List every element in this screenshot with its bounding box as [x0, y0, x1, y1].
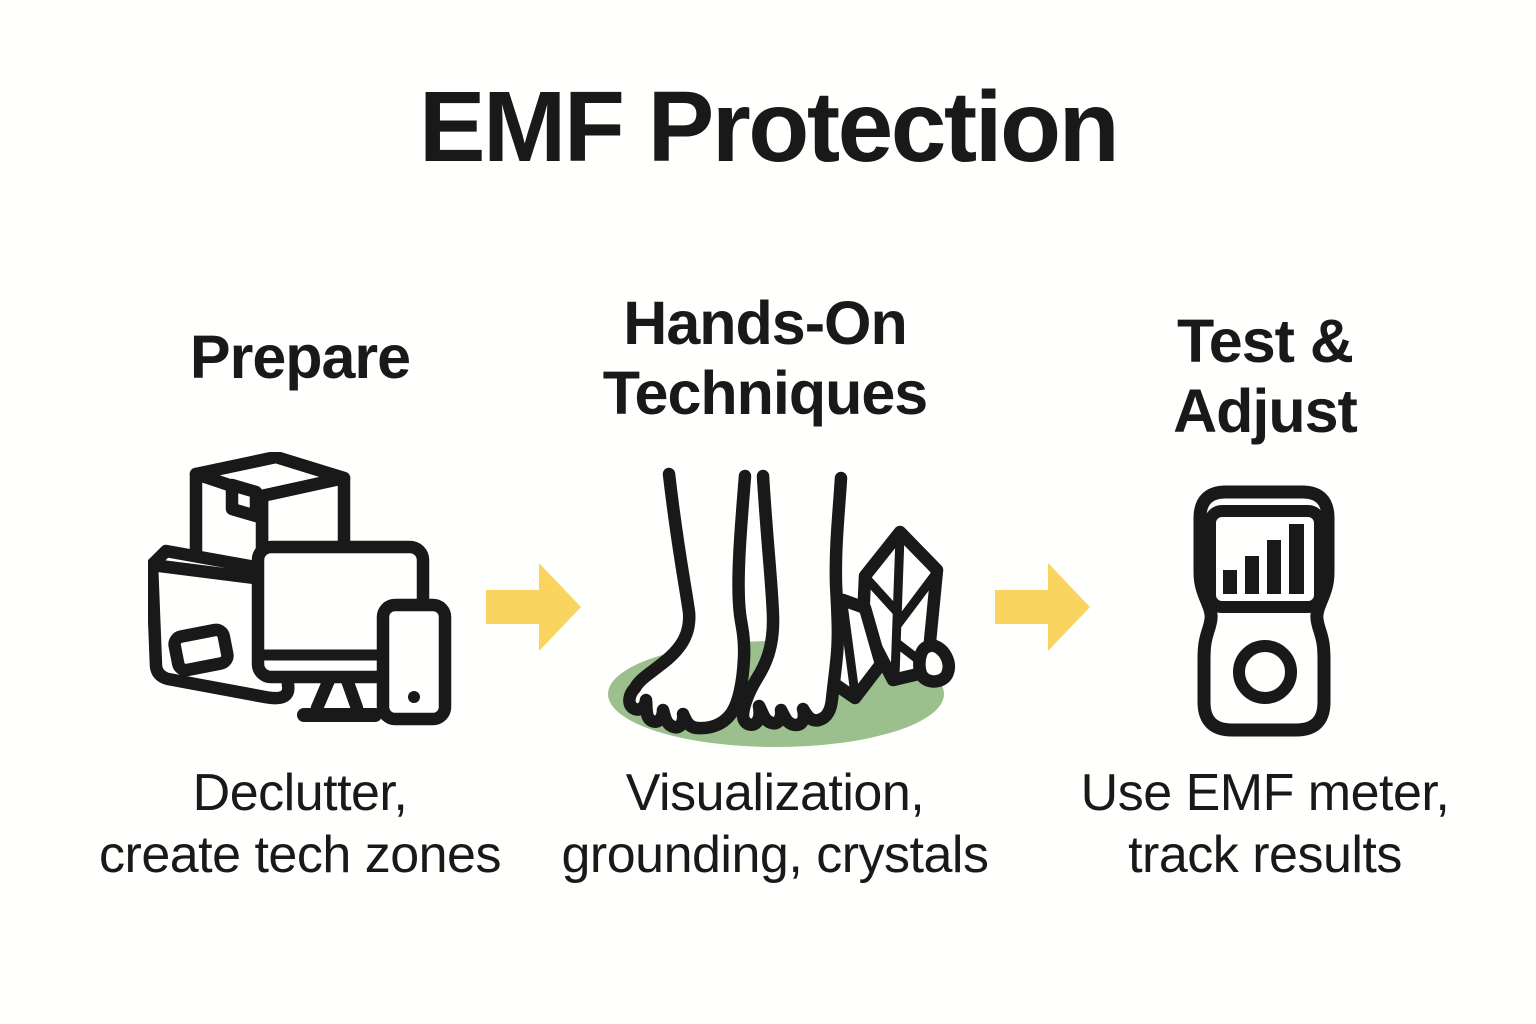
phone-home-dot [408, 691, 420, 703]
bare-feet-grounding-crystals-icon [593, 466, 961, 758]
emf-meter-icon [1182, 484, 1347, 746]
signal-bars [1223, 524, 1304, 594]
step-3-heading: Test & Adjust [1050, 306, 1480, 446]
right-foot [736, 469, 848, 732]
caption-line: track results [1128, 826, 1402, 884]
right-arrow-icon [486, 563, 581, 652]
heading-line: Prepare [189, 323, 411, 391]
step-2-heading: Hands-On Techniques [550, 288, 980, 428]
caption-line: Use EMF meter, [1080, 764, 1450, 822]
left-foot [623, 467, 752, 735]
heading-line: Hands-On [623, 289, 907, 357]
page-title: EMF Protection [418, 71, 1120, 183]
caption-line: Declutter, [192, 764, 408, 822]
right-arrow-icon [995, 563, 1090, 652]
step-2-caption: Visualization, grounding, crystals [540, 762, 1010, 886]
box-label [168, 623, 234, 677]
smartphone [376, 598, 452, 726]
box-devices-icon [148, 452, 458, 730]
caption-line: create tech zones [99, 826, 501, 884]
heading-line: Adjust [1173, 377, 1358, 445]
caption-line: grounding, crystals [561, 826, 989, 884]
heading-line: Techniques [602, 359, 928, 427]
caption-line: Visualization, [625, 764, 925, 822]
step-3-caption: Use EMF meter, track results [1030, 762, 1500, 886]
step-1-caption: Declutter, create tech zones [65, 762, 535, 886]
step-1-heading: Prepare [85, 322, 515, 392]
heading-line: Test & [1177, 307, 1354, 375]
meter-button [1233, 640, 1297, 704]
